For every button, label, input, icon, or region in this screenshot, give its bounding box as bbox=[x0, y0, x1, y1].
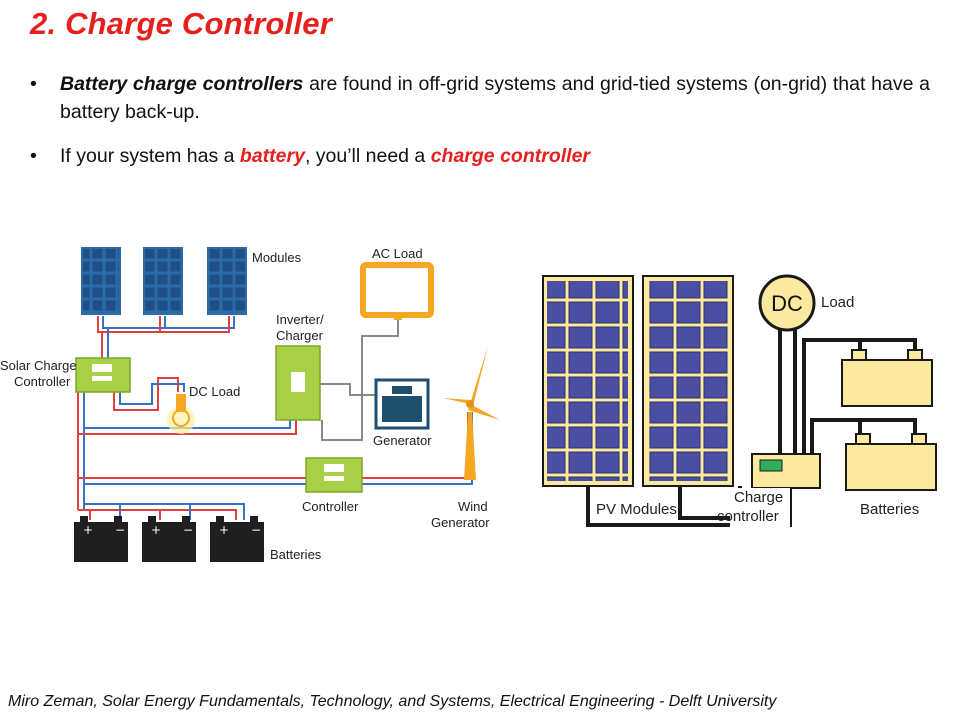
bullet2-text-a: If your system has a bbox=[60, 145, 240, 167]
battery-right-1 bbox=[841, 349, 933, 407]
bullet1-term: Battery charge controllers bbox=[60, 73, 304, 95]
label-dc-load: DC Load bbox=[189, 384, 240, 399]
label-wind-line1: Wind bbox=[458, 499, 488, 514]
wind-turbine-icon bbox=[443, 346, 500, 480]
dc-load-icon: DC bbox=[758, 274, 816, 332]
dc-text: DC bbox=[771, 291, 803, 316]
pv-module-2 bbox=[642, 275, 734, 487]
label-batteries-right: Batteries bbox=[860, 501, 919, 518]
label-charge-line2: controller bbox=[717, 508, 779, 525]
svg-text:+: + bbox=[219, 523, 229, 537]
battery-1: + − bbox=[74, 516, 128, 562]
svg-text:−: − bbox=[183, 523, 193, 537]
battery-3: + − bbox=[210, 516, 264, 562]
svg-text:+: + bbox=[151, 523, 161, 537]
label-pv-modules: PV Modules bbox=[596, 501, 677, 518]
solar-module-1 bbox=[81, 247, 121, 315]
generator-icon bbox=[374, 378, 430, 430]
battery-2: + − bbox=[142, 516, 196, 562]
label-wind-line2: Generator bbox=[431, 515, 490, 530]
label-controller: Controller bbox=[302, 499, 359, 514]
slide-title: 2. Charge Controller bbox=[30, 6, 332, 41]
battery-right-2 bbox=[845, 433, 937, 491]
bullet-list: • Battery charge controllers are found i… bbox=[30, 70, 930, 186]
label-batteries-left: Batteries bbox=[270, 547, 322, 562]
ac-load-icon bbox=[360, 262, 434, 320]
svg-text:+: + bbox=[83, 523, 93, 537]
label-solar-cc-line1: Solar Charge bbox=[0, 358, 77, 373]
bullet2-battery: battery bbox=[239, 145, 305, 167]
right-system-diagram: PV Modules DC Load Batteries Charge cont… bbox=[542, 274, 937, 528]
label-load: Load bbox=[821, 294, 854, 311]
bullet-marker: • bbox=[30, 73, 37, 95]
footer-citation: Miro Zeman, Solar Energy Fundamentals, T… bbox=[8, 693, 777, 710]
bullet2-text-b: , you’ll need a bbox=[304, 145, 431, 167]
label-modules: Modules bbox=[252, 250, 302, 265]
dc-load-bulb-icon bbox=[167, 394, 195, 434]
svg-text:−: − bbox=[251, 523, 261, 537]
solar-module-2 bbox=[143, 247, 183, 315]
label-solar-cc-line2: Controller bbox=[14, 374, 71, 389]
bullet2-controller: charge controller bbox=[430, 145, 590, 167]
label-generator: Generator bbox=[373, 433, 432, 448]
left-system-diagram: Modules AC Load Inverter/ Charger Solar … bbox=[0, 246, 500, 562]
label-inverter-line2: Charger bbox=[276, 328, 324, 343]
label-charge-line1: Charge bbox=[734, 489, 783, 506]
label-ac-load: AC Load bbox=[372, 246, 423, 261]
charge-controller-icon bbox=[751, 453, 821, 489]
bullet-marker: • bbox=[30, 145, 37, 167]
bullet-item-2: • If your system has a battery, you’ll n… bbox=[30, 142, 930, 170]
inverter-charger-icon bbox=[275, 345, 321, 421]
solar-charge-controller-icon bbox=[75, 357, 131, 393]
solar-module-3 bbox=[207, 247, 247, 315]
controller-icon bbox=[305, 457, 363, 493]
bullet1-text: are found in off-grid systems and grid-t… bbox=[60, 73, 930, 123]
bullet-item-1: • Battery charge controllers are found i… bbox=[30, 70, 930, 126]
label-inverter-line1: Inverter/ bbox=[276, 312, 324, 327]
svg-text:−: − bbox=[115, 523, 125, 537]
pv-module-1 bbox=[542, 275, 634, 487]
